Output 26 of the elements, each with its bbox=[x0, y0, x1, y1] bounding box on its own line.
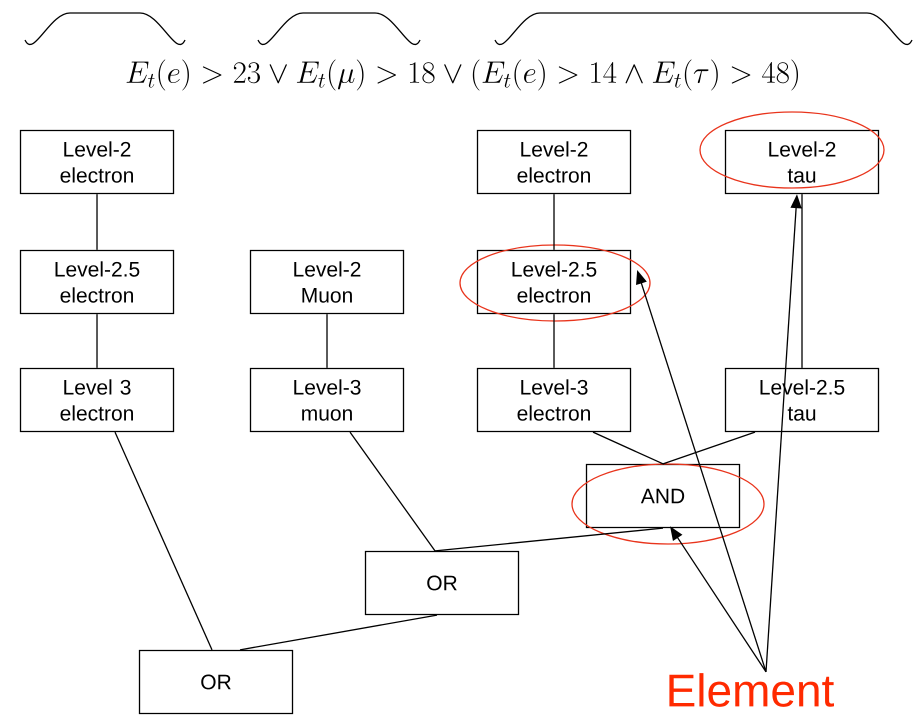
box: Level-2 electron bbox=[476, 130, 632, 194]
box: AND bbox=[586, 464, 740, 528]
connector-line bbox=[434, 528, 664, 552]
connector-line bbox=[592, 432, 664, 464]
connector-line bbox=[96, 314, 98, 368]
box: Level 3 electron bbox=[20, 368, 174, 432]
formula: $E_t(e) > 23 \vee E_t(\mu) > 18 \vee (E_t(e) > 14 \wedge E_t(\tau) > 48)$ bbox=[126, 60, 798, 90]
connector-line bbox=[326, 314, 328, 368]
box: Level-2.5 electron bbox=[476, 250, 632, 314]
box: Level-3 muon bbox=[250, 368, 404, 432]
connector-line bbox=[96, 194, 98, 250]
box: Level-2.5 electron bbox=[20, 250, 174, 314]
connector-line bbox=[349, 432, 436, 552]
box: OR bbox=[138, 650, 294, 714]
connector-line bbox=[240, 614, 438, 650]
callout-text: Element bbox=[669, 673, 834, 707]
box: Level-2 Muon bbox=[250, 250, 404, 314]
box: OR bbox=[364, 550, 520, 616]
connector-line bbox=[801, 194, 803, 368]
connector-line bbox=[662, 432, 756, 464]
box: Level-2 tau bbox=[724, 130, 880, 194]
box: Level-2 electron bbox=[20, 130, 174, 194]
connector-line bbox=[553, 314, 555, 368]
connector-line bbox=[114, 432, 213, 650]
box: Level-3 electron bbox=[476, 368, 632, 432]
connector-line bbox=[553, 194, 555, 250]
